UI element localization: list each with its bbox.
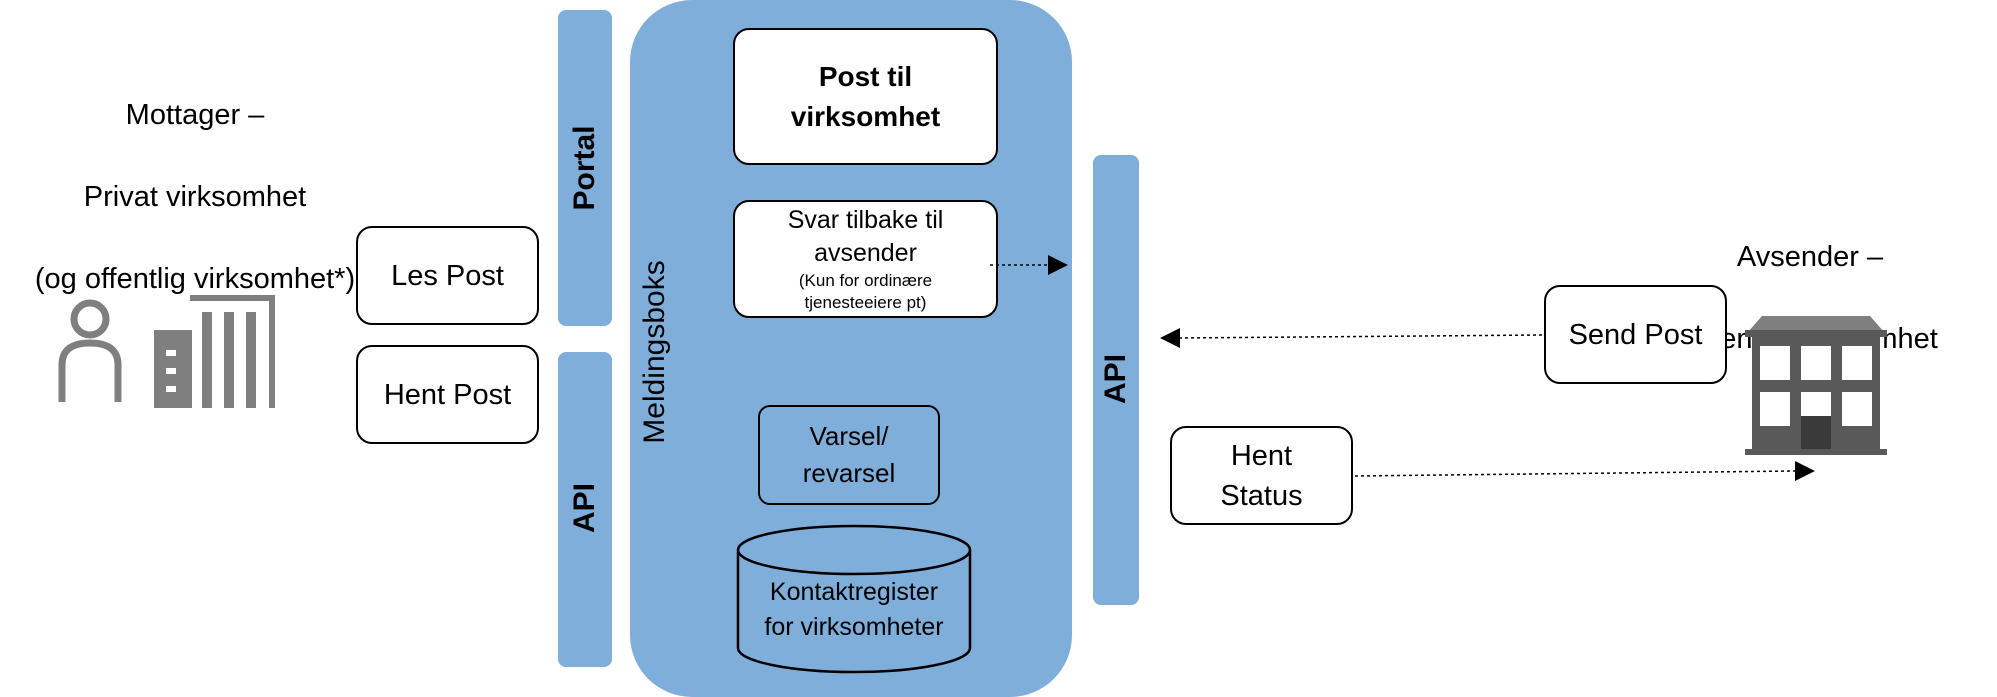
person-icon (58, 299, 122, 402)
reply-to-sender-note: (Kun for ordinære tjenesteeiere pt) (798, 271, 933, 312)
sender-title-line1: Avsender – (1736, 241, 1884, 273)
receiver-title-line3: (og offentlig virksomhet*) (34, 263, 356, 295)
fetch-status-box: Hent Status (1170, 426, 1353, 525)
fetch-post-label: Hent Post (383, 378, 512, 411)
send-post-box: Send Post (1544, 285, 1727, 384)
post-to-business-label: Post til virksomhet (790, 60, 941, 132)
receiver-title: Mottager – Privat virksomhet (og offentl… (0, 54, 390, 341)
receiver-title-line2: Privat virksomhet (83, 181, 307, 213)
send-post-label: Send Post (1568, 318, 1703, 351)
read-post-box: Les Post (356, 226, 539, 325)
notice-box: Varsel/ revarsel (758, 405, 940, 505)
reply-to-sender-box: Svar tilbake til avsender (Kun for ordin… (733, 200, 998, 318)
reply-arrow-head (1048, 255, 1068, 275)
contact-registry-cylinder (736, 524, 972, 674)
post-to-business-box: Post til virksomhet (733, 28, 998, 165)
send-post-arrow (1179, 334, 1543, 339)
api-right-bar: API (1093, 155, 1139, 605)
send-post-arrow-head (1160, 328, 1180, 348)
api-left-bar: API (558, 352, 612, 667)
portal-bar: Portal (558, 10, 612, 326)
fetch-status-label: Hent Status (1220, 439, 1303, 512)
fetch-status-arrow-head (1795, 461, 1815, 481)
contact-registry-label: Kontaktregister for virksomheter (764, 578, 944, 641)
receiver-title-line1: Mottager – (125, 99, 265, 131)
notice-label: Varsel/ revarsel (802, 421, 896, 488)
reply-to-sender-label: Svar tilbake til avsender (787, 206, 944, 267)
public-building-icon (1745, 316, 1887, 455)
fetch-post-box: Hent Post (356, 345, 539, 444)
office-building-icon (154, 295, 275, 408)
read-post-label: Les Post (391, 259, 504, 292)
fetch-status-arrow (1354, 470, 1796, 477)
